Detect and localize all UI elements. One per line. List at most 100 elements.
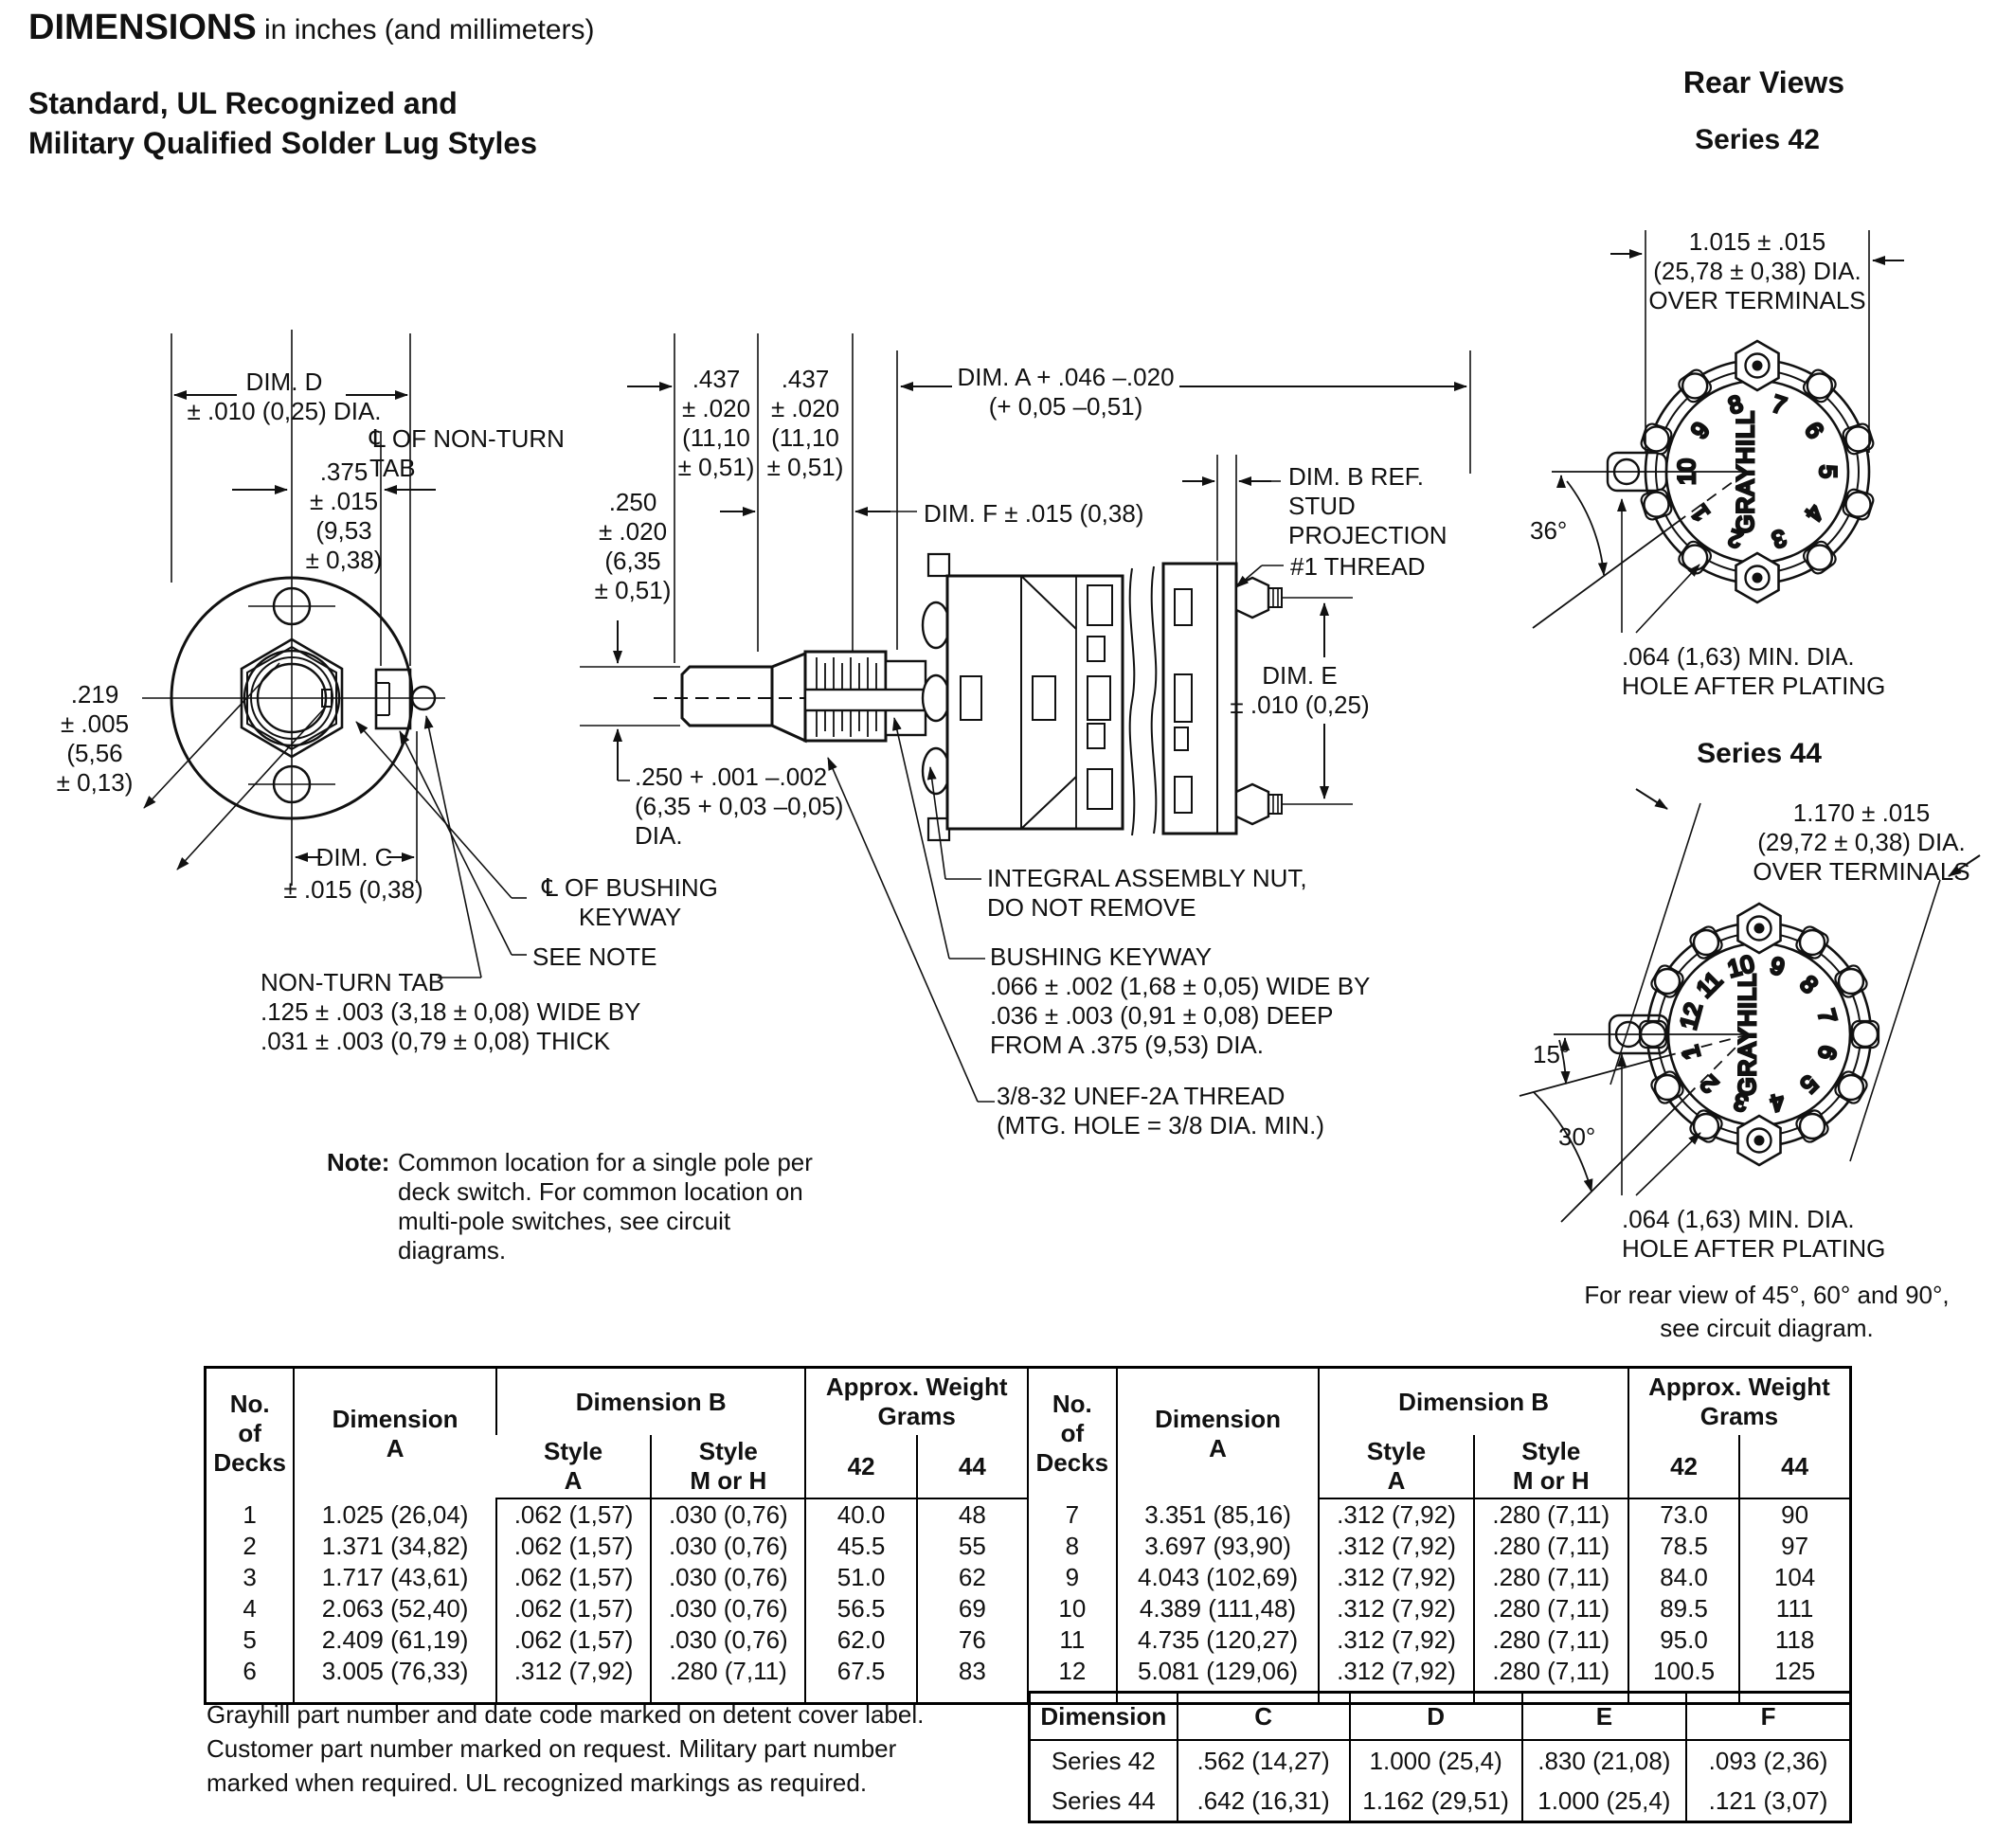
- dial-position-number: 5: [1795, 1070, 1824, 1099]
- thread1-label: #1 THREAD: [1290, 552, 1426, 581]
- dial-position-number: 4: [1799, 500, 1828, 527]
- table-cell: 5.081 (129,06): [1115, 1656, 1320, 1687]
- dim-table-header-cell: D: [1348, 1692, 1522, 1741]
- table-cell: .062 (1,57): [495, 1498, 652, 1531]
- table-cell: 1.162 (29,51): [1348, 1781, 1522, 1822]
- dial-position-number: 7: [1769, 390, 1789, 420]
- series44-dia-label: 1.170 ± .015 (29,72 ± 0,38) DIA. OVER TE…: [1753, 798, 1970, 886]
- table-cell: 4: [243, 1594, 257, 1623]
- table-cell: 6: [243, 1657, 257, 1685]
- table-cell: .030 (0,76): [650, 1498, 806, 1531]
- table-cell: 4.043 (102,69): [1115, 1562, 1320, 1593]
- table-cell: 73.0: [1627, 1498, 1740, 1531]
- series44-angle15-label: 15°: [1533, 1040, 1571, 1068]
- dim-a-label: DIM. A + .046 –.020 (+ 0,05 –0,51): [957, 363, 1175, 421]
- dim-c-label: DIM. C: [315, 843, 393, 871]
- note-label: Note:: [327, 1148, 390, 1176]
- table-cell: .030 (0,76): [650, 1593, 806, 1624]
- dial-position-number: 12: [1675, 1000, 1707, 1032]
- col-header-dim-b: Dimension B: [1318, 1367, 1628, 1435]
- table-cell: .312 (7,92): [1318, 1562, 1474, 1593]
- table-cell: 2.409 (61,19): [293, 1624, 496, 1656]
- table-cell: .642 (16,31): [1176, 1781, 1350, 1822]
- dial-position-number: 2: [1696, 1070, 1724, 1099]
- side-view-drawing: [580, 333, 1471, 1103]
- table-cell: 7: [1026, 1498, 1117, 1531]
- table-cell: 104: [1738, 1562, 1851, 1593]
- table-header-row: No. of Decks Dimension A Dimension B App…: [206, 1367, 1851, 1498]
- table-cell: .062 (1,57): [495, 1593, 652, 1624]
- table-cell: Series 44: [1051, 1785, 1156, 1815]
- series-44-heading: Series 44: [1697, 738, 1822, 769]
- table-cell: 9: [1026, 1562, 1117, 1593]
- table-cell: .830 (21,08): [1520, 1740, 1687, 1781]
- col-header-weight: Approx. Weight Grams: [1627, 1367, 1851, 1435]
- col-header-weight: Approx. Weight Grams: [804, 1367, 1028, 1435]
- table-cell: .280 (7,11): [1472, 1531, 1628, 1562]
- table-cell: 3.697 (93,90): [1115, 1531, 1320, 1562]
- col-header-style-a: Style A: [495, 1435, 652, 1499]
- centerline-non-turn-tab-label: ℄ OF NON-TURN TAB: [369, 424, 565, 482]
- table-cell: .062 (1,57): [495, 1531, 652, 1562]
- table-cell: 51.0: [804, 1562, 917, 1593]
- dim-table-header-cell: E: [1520, 1692, 1687, 1741]
- series-42-heading: Series 42: [1695, 124, 1820, 155]
- col-header-42: 42: [1627, 1435, 1740, 1499]
- col-header-dim-b: Dimension B: [495, 1367, 806, 1435]
- dial-position-number: 6: [1799, 418, 1828, 444]
- dim-437-left-label: .437 ± .020 (11,10 ± 0,51): [677, 365, 755, 481]
- table-cell: 12: [1026, 1656, 1117, 1687]
- table-row: Series 44.642 (16,31)1.162 (29,51)1.000 …: [1030, 1781, 1851, 1822]
- table-cell: 56.5: [804, 1593, 917, 1624]
- section-subtitle: Standard, UL Recognized and Military Qua…: [28, 86, 537, 160]
- table-cell: 3.351 (85,16): [1115, 1498, 1320, 1531]
- dial-position-number: 6: [1812, 1043, 1842, 1063]
- table-cell: [293, 1687, 496, 1704]
- table-cell: .280 (7,11): [1472, 1593, 1628, 1624]
- table-cell: 90: [1738, 1498, 1851, 1531]
- table-cell: .030 (0,76): [650, 1531, 806, 1562]
- table-cell: .312 (7,92): [495, 1656, 652, 1687]
- dim-f-label: DIM. F ± .015 (0,38): [924, 499, 1144, 528]
- table-cell: 1: [243, 1499, 257, 1529]
- col-header-dim-a: Dimension A: [293, 1367, 496, 1498]
- table-cell: .312 (7,92): [1318, 1624, 1474, 1656]
- table-cell: 1.717 (43,61): [293, 1562, 496, 1593]
- table-cell: 78.5: [1627, 1531, 1740, 1562]
- table-cell: 111: [1738, 1593, 1851, 1624]
- table-cell: 55: [915, 1531, 1028, 1562]
- table-cell: 118: [1738, 1624, 1851, 1656]
- table-cell: 3.005 (76,33): [293, 1656, 496, 1687]
- col-header-decks: No. of Decks: [213, 1390, 286, 1477]
- dial-position-number: 1: [1677, 1043, 1706, 1063]
- table-cell: .121 (3,07): [1685, 1781, 1851, 1822]
- table-cell: .093 (2,36): [1685, 1740, 1851, 1781]
- integral-nut-label: INTEGRAL ASSEMBLY NUT, DO NOT REMOVE: [987, 864, 1307, 922]
- rear-view-note: For rear view of 45°, 60° and 90°, see c…: [1584, 1281, 1950, 1342]
- table-cell: 97: [1738, 1531, 1851, 1562]
- table-cell: .280 (7,11): [1472, 1562, 1628, 1593]
- table-cell: 76: [915, 1624, 1028, 1656]
- table-row: Series 42.562 (14,27)1.000 (25,4).830 (2…: [1030, 1740, 1851, 1781]
- table-cell: .062 (1,57): [495, 1562, 652, 1593]
- note-text: Common location for a single pole per de…: [398, 1148, 813, 1265]
- table-cell: [915, 1687, 1028, 1704]
- table-subheader-row: Style A Style M or H 42 44 Style A Style…: [206, 1435, 1851, 1499]
- series42-angle-label: 36°: [1530, 516, 1568, 545]
- dim-table-header-cell: F: [1685, 1692, 1851, 1741]
- table-cell: 84.0: [1627, 1562, 1740, 1593]
- dial-position-number: 9: [1768, 952, 1788, 981]
- col-header-style-mh: Style M or H: [1472, 1435, 1628, 1499]
- dim-e-label: DIM. E ± .010 (0,25): [1230, 661, 1370, 719]
- table-cell: 83: [915, 1656, 1028, 1687]
- table-cell: 2: [243, 1532, 257, 1560]
- table-cell: .280 (7,11): [1472, 1624, 1628, 1656]
- dim-table-header-cell: Dimension: [1029, 1692, 1178, 1741]
- dim-table-header-cell: C: [1176, 1692, 1350, 1741]
- table-cell: 40.0: [804, 1498, 917, 1531]
